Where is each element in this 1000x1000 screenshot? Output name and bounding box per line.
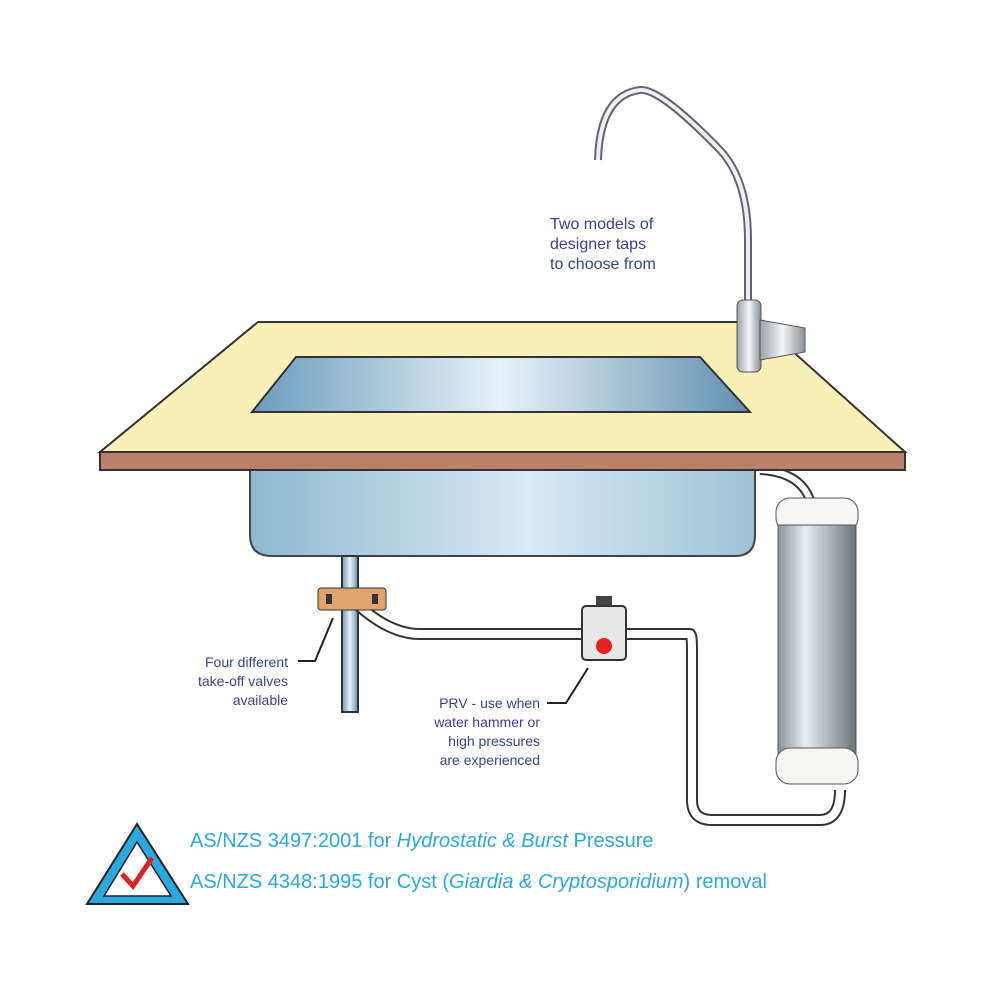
standard-code: AS/NZS 4348:1995 for Cyst ( <box>190 871 450 893</box>
standard-burst-pressure: AS/NZS 3497:2001 for Hydrostatic & Burst… <box>190 830 654 853</box>
countertop <box>97 321 908 471</box>
designer-tap <box>594 85 806 373</box>
label-line: available <box>232 692 288 708</box>
take-off-valve <box>317 587 387 611</box>
prv-label: PRV - use when water hammer or high pres… <box>434 694 540 770</box>
label-line: are experienced <box>439 752 540 768</box>
watermark-logo <box>85 822 190 905</box>
sink-bowl <box>249 469 756 557</box>
label-line: to choose from <box>550 256 656 273</box>
water-supply-pipe <box>341 555 359 713</box>
label-line: Four different <box>204 654 288 670</box>
pressure-reducing-valve <box>581 596 627 661</box>
standard-rest: Pressure <box>567 830 654 852</box>
label-line: water hammer or <box>434 714 540 730</box>
standard-cyst-removal: AS/NZS 4348:1995 for Cyst (Giardia & Cry… <box>190 871 767 894</box>
valves-leader-line <box>298 617 334 662</box>
label-line: designer taps <box>550 236 647 253</box>
standard-rest: ) removal <box>683 871 767 893</box>
standard-code: AS/NZS 3497:2001 for <box>190 830 397 852</box>
standard-italic: Hydrostatic & Burst <box>396 830 568 852</box>
label-line: Two models of <box>550 216 654 233</box>
label-line: take-off valves <box>197 673 288 689</box>
prv-leader-line <box>547 667 589 704</box>
valves-label: Four different take-off valves available <box>198 653 288 710</box>
label-line: PRV - use when <box>439 695 540 711</box>
standard-italic: Giardia & Cryptosporidium <box>449 871 684 893</box>
water-filter-cartridge <box>775 497 859 785</box>
label-line: high pressures <box>448 733 540 749</box>
sink-opening <box>249 356 753 413</box>
tap-label: Two models of designer taps to choose fr… <box>550 215 656 275</box>
